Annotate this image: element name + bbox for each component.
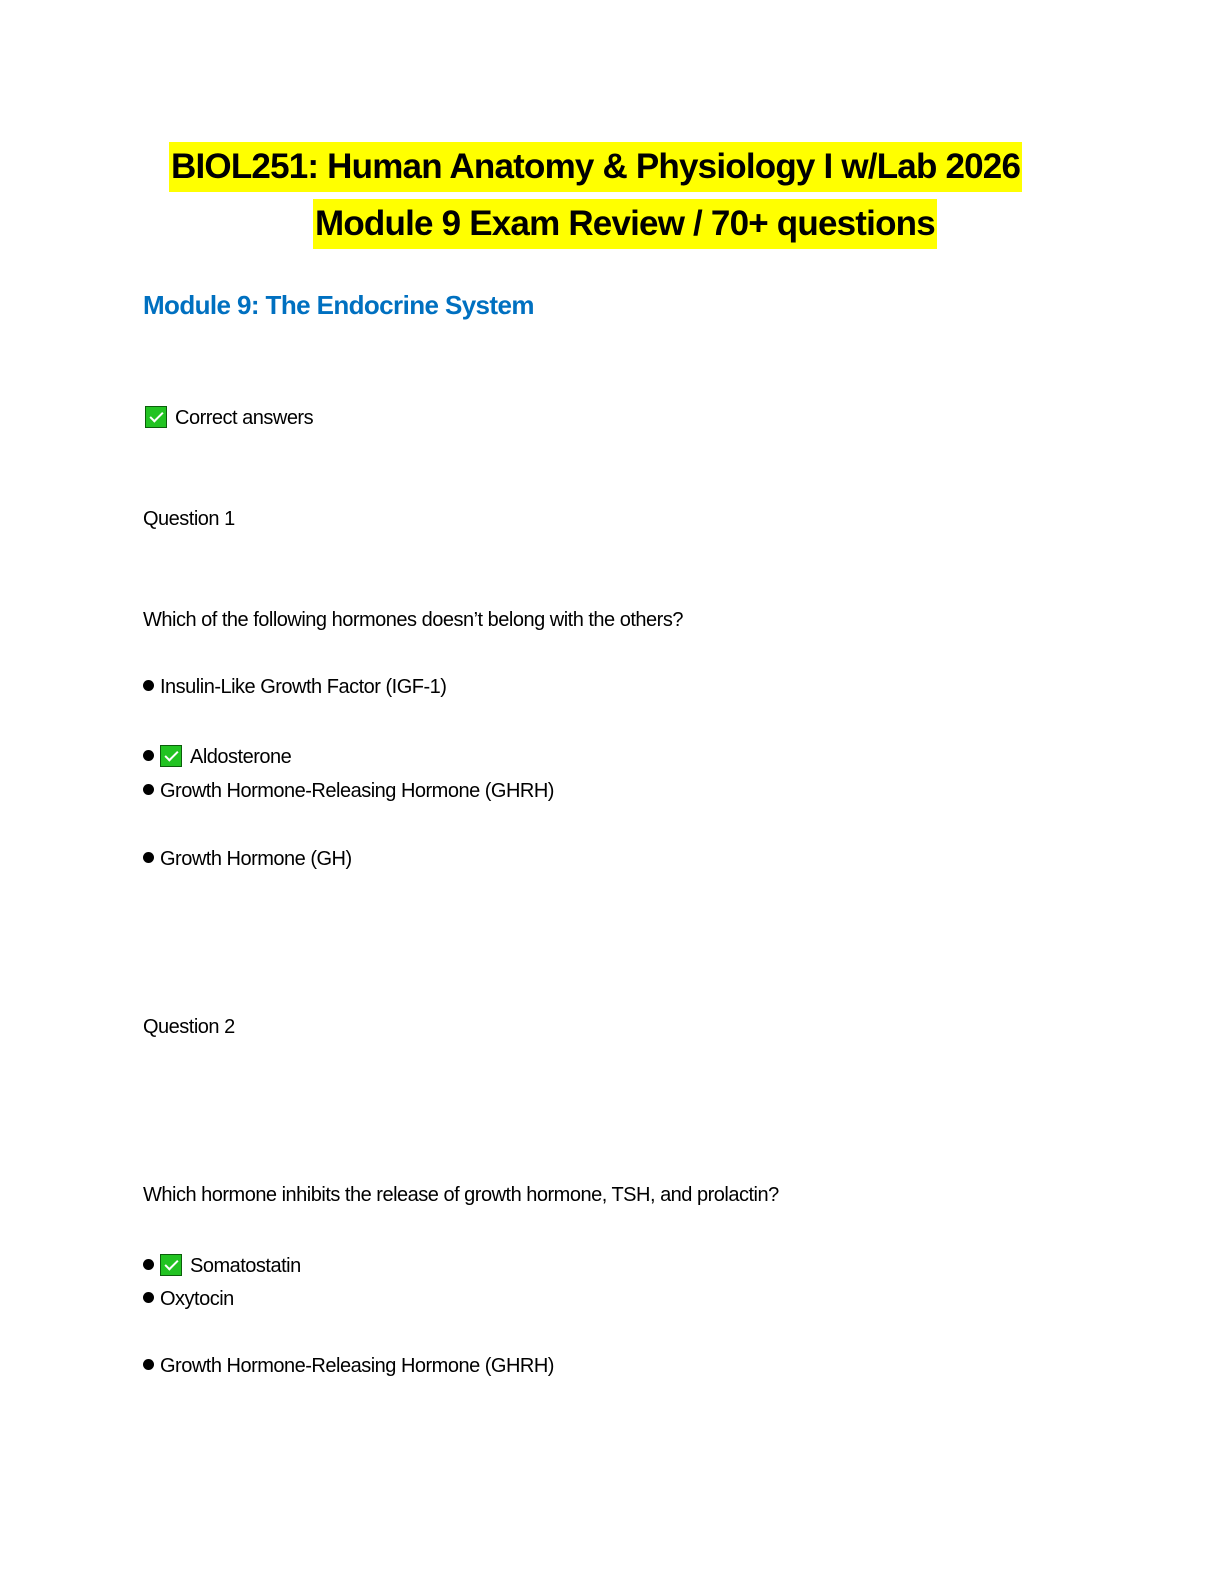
document-title-line-2: Module 9 Exam Review / 70+ questions: [313, 199, 937, 249]
question-1-prompt: Which of the following hormones doesn’t …: [143, 609, 683, 631]
document-title-line-1: BIOL251: Human Anatomy & Physiology I w/…: [169, 142, 1023, 192]
option-item: Growth Hormone-Releasing Hormone (GHRH): [143, 1353, 554, 1379]
option-item: Growth Hormone (GH): [143, 846, 352, 872]
question-2-prompt: Which hormone inhibits the release of gr…: [143, 1184, 779, 1206]
bullet-icon: [143, 1259, 154, 1270]
module-heading: Module 9: The Endocrine System: [143, 290, 534, 320]
option-item-correct: Somatostatin: [143, 1253, 301, 1279]
bullet-icon: [143, 750, 154, 761]
legend-correct-answers: Correct answers: [145, 405, 314, 431]
check-mark-icon: [160, 1254, 182, 1276]
option-item: Insulin-Like Growth Factor (IGF-1): [143, 674, 447, 700]
bullet-icon: [143, 1359, 154, 1370]
bullet-icon: [143, 680, 154, 691]
option-item: Growth Hormone-Releasing Hormone (GHRH): [143, 778, 554, 804]
legend-label: Correct answers: [175, 407, 314, 429]
option-item: Oxytocin: [143, 1286, 234, 1312]
bullet-icon: [143, 852, 154, 863]
check-mark-icon: [160, 745, 182, 767]
bullet-icon: [143, 1292, 154, 1303]
question-2-label: Question 2: [143, 1016, 235, 1038]
option-item-correct: Aldosterone: [143, 744, 292, 770]
bullet-icon: [143, 784, 154, 795]
check-mark-icon: [145, 406, 167, 428]
question-1-label: Question 1: [143, 508, 235, 530]
